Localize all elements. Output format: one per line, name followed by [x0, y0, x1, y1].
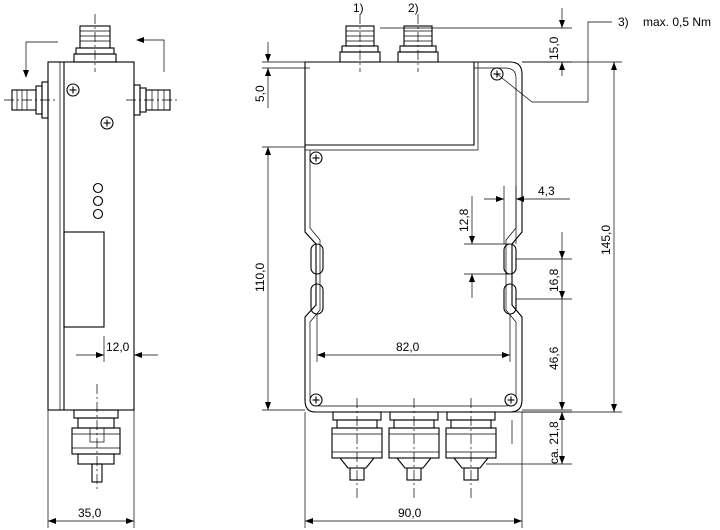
dim-connector-height-label: 15,0: [547, 36, 561, 60]
dim-slot-width: 4,3: [484, 184, 570, 244]
dim-total-height: 145,0: [522, 61, 622, 413]
front-view: 1) 2): [253, 1, 711, 528]
front-screw-left: [309, 151, 323, 165]
callout-1: 1): [353, 1, 364, 15]
side-right-connector: [126, 84, 178, 116]
dim-height-110-label: 110,0: [253, 263, 267, 292]
front-top-panel: [305, 62, 475, 146]
dim-front-width-label: 90,0: [398, 506, 422, 520]
dim-slot-pitch-label: 16,8: [547, 268, 561, 292]
side-top-connector: [73, 14, 117, 72]
dim-slot-height: 12,8: [457, 196, 510, 298]
callout-3-leader: 3) max. 0,5 Nm: [496, 15, 711, 103]
dim-hole-spacing-label: 82,0: [396, 340, 420, 354]
dim-hole-spacing: 82,0: [316, 314, 511, 362]
front-connector-2: [397, 14, 439, 72]
rotation-arrow-right: [136, 37, 165, 72]
led-3: [92, 208, 104, 220]
dim-slot-width-label: 4,3: [538, 184, 555, 198]
dim-connector-height: 15,0: [380, 8, 572, 76]
front-housing: [304, 61, 523, 413]
dim-gland-length: ca. 21,8: [486, 411, 572, 465]
side-view: 12,0 35,0: [4, 14, 178, 528]
side-screw-middle: [100, 116, 114, 130]
dim-height-110: 110,0: [253, 146, 305, 411]
dim-top-offset: 5,0: [253, 42, 310, 108]
side-label-plate: [63, 231, 105, 328]
dim-slot-offset-label: 46,6: [547, 346, 561, 370]
dim-slot-pitch: 16,8: [516, 232, 572, 300]
callout-3: 3): [618, 15, 629, 29]
front-screw-bottom-right: [504, 393, 518, 407]
side-body: [47, 61, 135, 411]
rotation-arrow-left: [23, 41, 58, 78]
dim-gland-length-label: ca. 21,8: [547, 421, 561, 464]
side-screw-top: [66, 83, 80, 97]
front-gland-2: [388, 398, 440, 500]
front-gland-1: [331, 398, 383, 500]
led-2: [92, 195, 104, 207]
front-screw-bottom-left: [309, 393, 323, 407]
dim-side-width: 35,0: [47, 410, 135, 528]
dim-side-depth-label: 12,0: [106, 340, 130, 354]
dim-slot-height-label: 12,8: [457, 208, 471, 232]
led-1: [92, 182, 104, 194]
callout-2: 2): [408, 1, 419, 15]
dim-side-width-label: 35,0: [78, 506, 102, 520]
dim-side-depth: 12,0: [76, 336, 158, 362]
front-connector-1: [339, 14, 381, 72]
slot-left-upper: [310, 243, 324, 275]
dim-total-height-label: 145,0: [599, 225, 613, 255]
side-bottom-gland: [71, 384, 121, 490]
torque-label: max. 0,5 Nm: [643, 15, 711, 29]
slot-left-lower: [310, 283, 324, 315]
dim-slot-offset: 46,6: [522, 299, 572, 411]
dim-top-offset-label: 5,0: [253, 85, 267, 102]
dim-front-width: 90,0: [304, 412, 523, 528]
side-left-connector: [4, 81, 56, 119]
front-gland-3: [445, 398, 497, 500]
